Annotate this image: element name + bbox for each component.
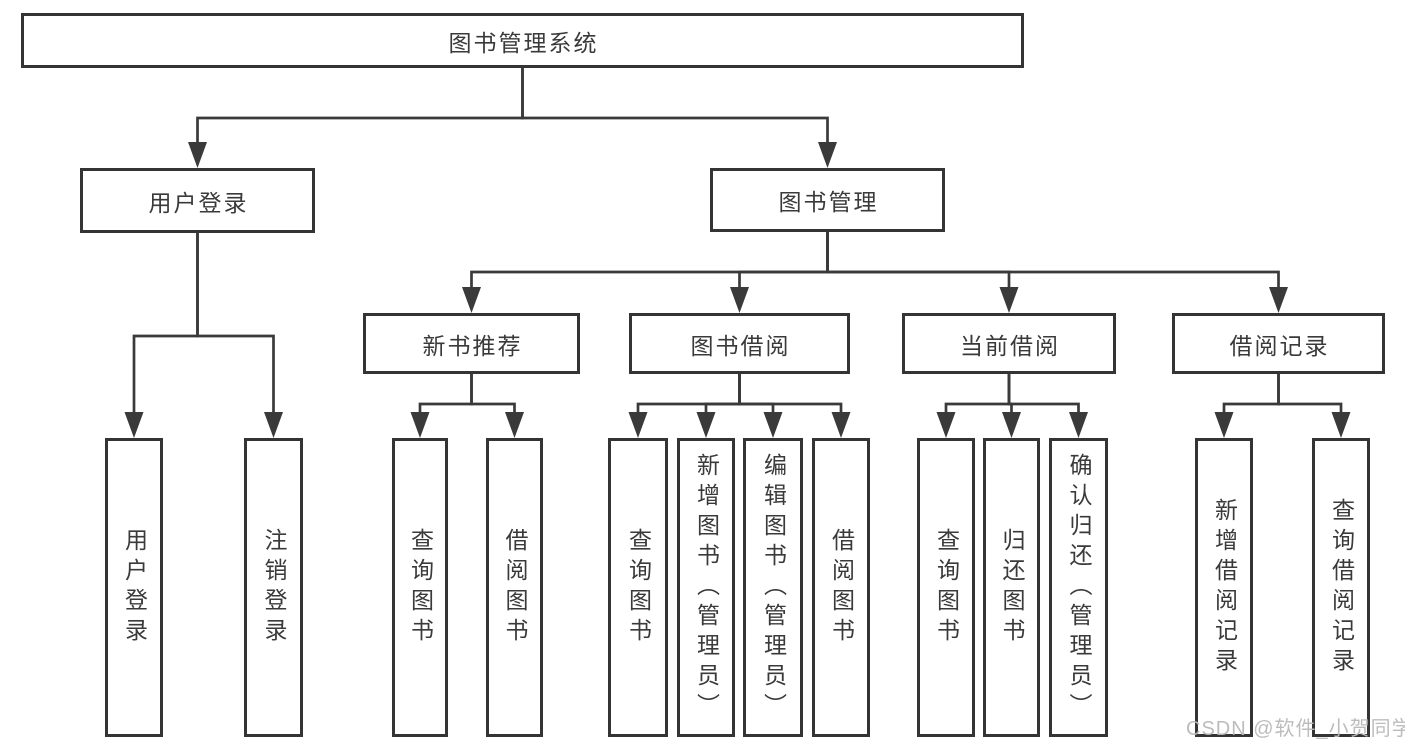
node-root: 图书管理系统: [21, 13, 1024, 68]
node-leaf-login: 用户登录: [105, 438, 163, 737]
node-leaf-bb-edit: 编辑图书（管理员）: [743, 438, 803, 737]
node-leaf-br-query: 查询借阅记录: [1312, 438, 1370, 737]
node-leaf-bb-query: 查询图书: [608, 438, 668, 737]
node-leaf-cb-return: 归还图书: [983, 438, 1040, 737]
node-leaf-nb-query: 查询图书: [392, 438, 448, 737]
node-book-borrow: 图书借阅: [629, 313, 850, 374]
node-leaf-bb-add: 新增图书（管理员）: [677, 438, 735, 737]
node-user-login: 用户登录: [80, 168, 315, 233]
node-leaf-cb-confirm: 确认归还（管理员）: [1049, 438, 1108, 737]
node-leaf-logout: 注销登录: [244, 438, 303, 737]
node-leaf-bb-borrow: 借阅图书: [812, 438, 870, 737]
node-borrow-records: 借阅记录: [1172, 313, 1385, 374]
node-leaf-cb-query: 查询图书: [917, 438, 975, 737]
node-new-books: 新书推荐: [363, 313, 580, 374]
node-leaf-nb-borrow: 借阅图书: [486, 438, 543, 737]
node-book-mgmt: 图书管理: [710, 168, 945, 232]
csdn-watermark: CSDN @软件_小贺同学: [1186, 718, 1405, 740]
node-current-borrow: 当前借阅: [902, 313, 1116, 374]
node-leaf-br-add: 新增借阅记录: [1195, 438, 1253, 737]
